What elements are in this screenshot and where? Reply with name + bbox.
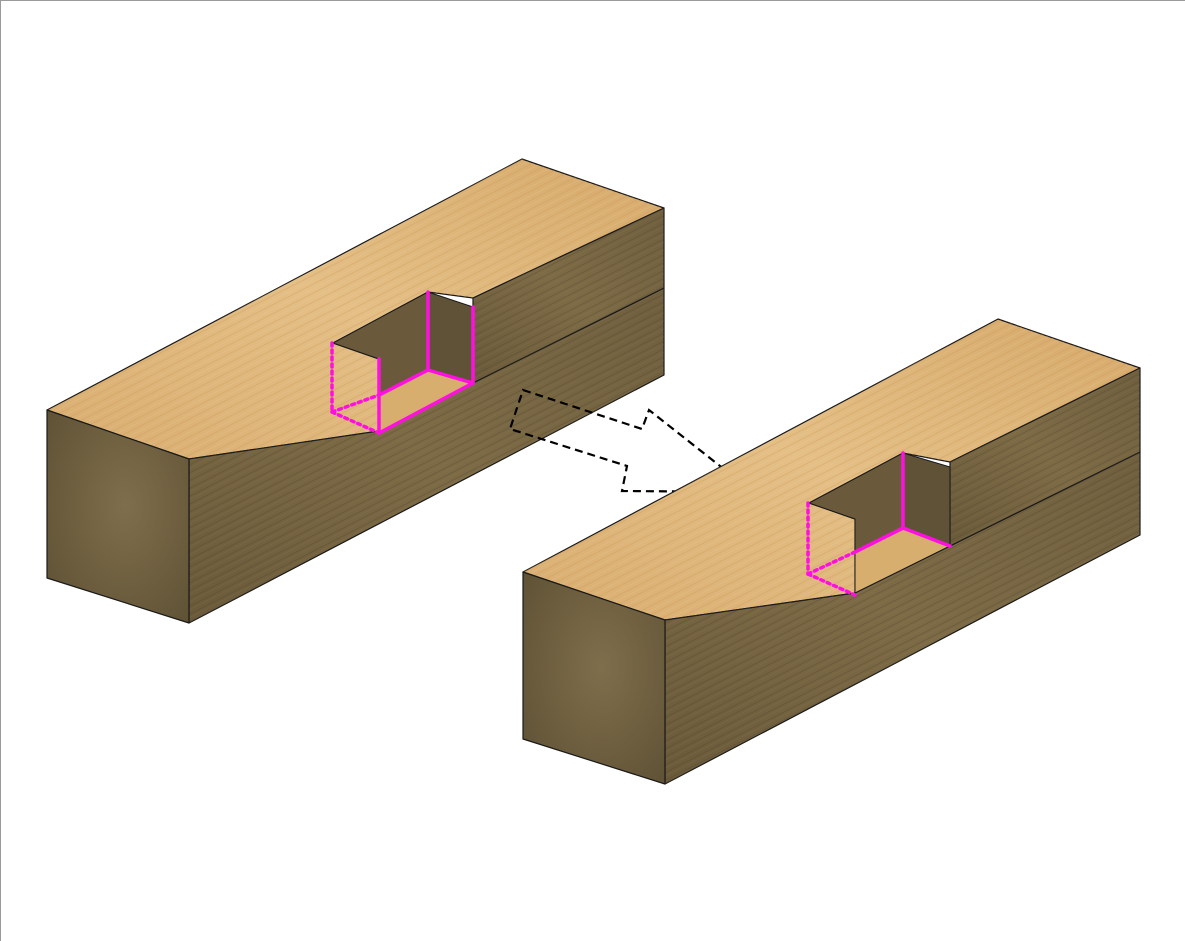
right-notch-highlight-edges	[853, 451, 952, 554]
right-beam	[522, 318, 1141, 785]
left-notch-side-wall	[427, 291, 474, 384]
right-notch-hidden-edges	[806, 501, 857, 597]
right-beam-end-face	[522, 571, 666, 785]
left-beam-end-face	[46, 409, 190, 624]
left-beam	[46, 158, 665, 624]
left-notch-hidden-edges	[330, 341, 381, 435]
